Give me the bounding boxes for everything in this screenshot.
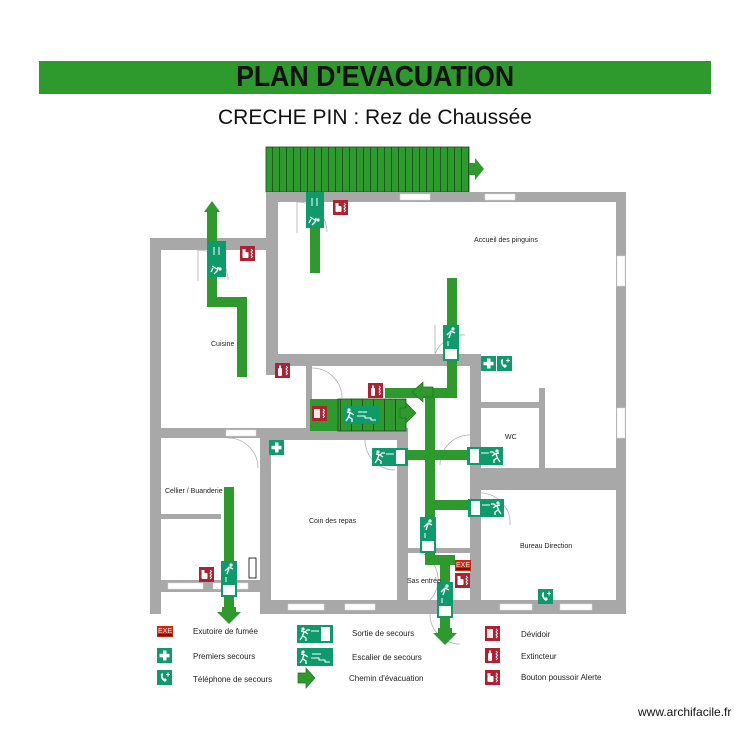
alarm-button-icon — [239, 245, 256, 262]
emergency-phone-icon — [537, 588, 554, 605]
first-aid-icon — [481, 356, 496, 371]
legend-smoke-vent-icon — [157, 626, 173, 637]
outdoor-stairs — [265, 146, 470, 193]
smoke-vent-icon — [455, 560, 471, 571]
legend-label-stairs: Escalier de secours — [352, 653, 422, 662]
fire-extinguisher-icon — [367, 382, 384, 399]
evacuation-arrow-icon — [217, 607, 241, 624]
room-label-coin-repas: Coin des repas — [309, 518, 357, 525]
emergency-exit-icon — [466, 446, 504, 466]
fire-hose-icon — [311, 405, 328, 422]
alarm-button-icon — [454, 572, 471, 589]
legend-hose-icon — [484, 625, 501, 642]
emergency-exit-icon — [420, 517, 436, 553]
legend-stairs-icon — [296, 647, 334, 667]
emergency-phone-icon — [496, 355, 513, 372]
evacuation-arrow-icon — [433, 628, 457, 645]
first-aid-icon — [269, 440, 284, 455]
legend-first-aid-icon — [157, 648, 172, 663]
legend-label-phone: Téléphone de secours — [193, 675, 273, 684]
evacuation-arrow-icon — [411, 381, 434, 403]
emergency-stairs-icon — [342, 405, 380, 425]
emergency-exit-icon — [443, 325, 459, 361]
emergency-exit-icon — [467, 498, 505, 518]
title-banner: PLAN D'EVACUATION — [39, 61, 711, 94]
emergency-exit-icon — [437, 582, 453, 618]
room-label-wc: WC — [505, 434, 517, 441]
page-title: PLAN D'EVACUATION — [235, 61, 515, 93]
room-label-bureau: Bureau Direction — [520, 543, 573, 550]
radiator-icon — [248, 557, 257, 579]
fire-extinguisher-icon — [274, 362, 291, 379]
page-subtitle: CRECHE PIN : Rez de Chaussée — [218, 106, 532, 129]
room-label-cellier: Cellier / Buanderie — [165, 488, 223, 495]
legend-label-smoke-vent: Exutoire de fumée — [193, 627, 258, 636]
emergency-exit-icon — [371, 447, 409, 467]
emergency-exit-icon — [221, 561, 237, 597]
room-label-cuisine: Cuisine — [211, 341, 235, 348]
room-label-sas: Sas entrée — [407, 578, 441, 585]
evacuation-arrow-icon — [399, 402, 417, 424]
alarm-button-icon — [198, 566, 215, 583]
room-label-accueil: Accueil des pinguins — [474, 237, 538, 244]
watermark-link[interactable]: www.archifacile.fr — [638, 705, 732, 719]
emergency-exit-icon — [208, 241, 226, 277]
legend-label-extinguisher: Extincteur — [521, 652, 557, 661]
legend-label-exit: Sortie de secours — [352, 629, 415, 638]
alarm-button-icon — [332, 199, 349, 216]
legend-label-alarm: Bouton poussoir Alerte — [521, 673, 602, 682]
legend-exit-icon — [296, 624, 334, 644]
emergency-exit-icon — [306, 192, 324, 228]
legend-phone-icon — [156, 669, 173, 686]
legend-arrow-icon — [297, 667, 316, 689]
legend-label-hose: Dévidoir — [521, 630, 551, 639]
evacuation-arrow-icon — [469, 158, 484, 180]
legend-alarm-icon — [484, 669, 501, 686]
legend-label-first-aid: Premiers secours — [193, 652, 256, 661]
legend-extinguisher-icon — [484, 647, 501, 664]
legend-label-path: Chemin d'évacuation — [349, 674, 424, 683]
